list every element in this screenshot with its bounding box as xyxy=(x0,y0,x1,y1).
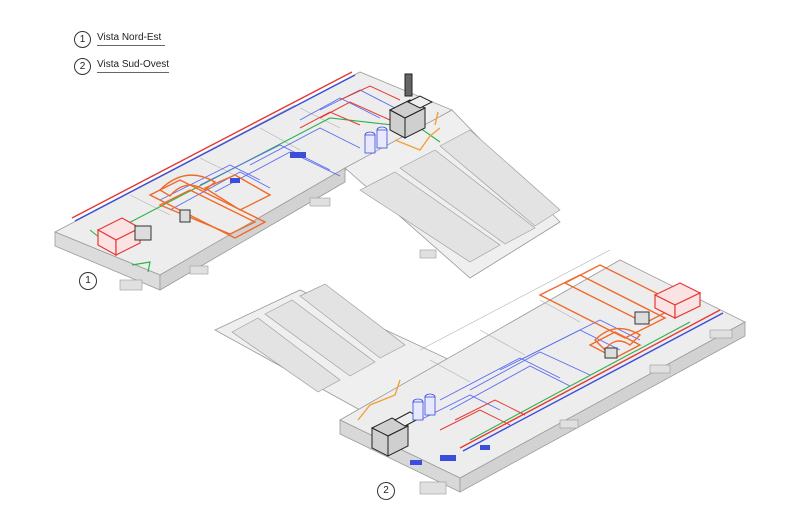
ramp xyxy=(299,283,406,359)
air-handling-unit xyxy=(653,282,702,319)
view-1-label: 1 xyxy=(79,272,97,290)
wall-front xyxy=(459,321,746,493)
gas-pipe xyxy=(394,111,441,151)
supply-pipe xyxy=(71,71,353,219)
ramp xyxy=(264,299,376,377)
supply-pipe xyxy=(459,309,721,449)
view-2-building xyxy=(214,249,746,495)
green-pipe xyxy=(131,261,151,273)
ramp xyxy=(439,129,561,227)
gas-pipe xyxy=(357,379,401,421)
boiler-equipment xyxy=(370,411,422,457)
return-pipe xyxy=(74,74,356,222)
legend-label: Vista Sud-Ovest xyxy=(97,59,170,73)
ramp xyxy=(399,149,536,245)
duct xyxy=(148,174,272,239)
legend-label: Vista Nord-Est xyxy=(97,32,165,46)
view-2-label: 2 xyxy=(377,482,395,500)
legend-row-1: 1 Vista Nord-Est xyxy=(74,29,165,49)
view-1-building xyxy=(54,71,561,291)
air-handling-unit xyxy=(96,217,142,257)
legend-number: 2 xyxy=(74,57,91,75)
chimney xyxy=(404,73,413,97)
legend-row-2: 2 Vista Sud-Ovest xyxy=(74,56,170,76)
green-pipe xyxy=(469,321,691,441)
view-2-mep xyxy=(357,264,724,465)
ramp xyxy=(359,171,501,263)
view-1-mep xyxy=(71,71,441,273)
boiler-equipment xyxy=(388,95,434,139)
green-pipe xyxy=(89,117,441,239)
legend-number: 1 xyxy=(74,30,91,48)
return-pipe xyxy=(462,312,724,452)
ramp xyxy=(231,317,341,393)
